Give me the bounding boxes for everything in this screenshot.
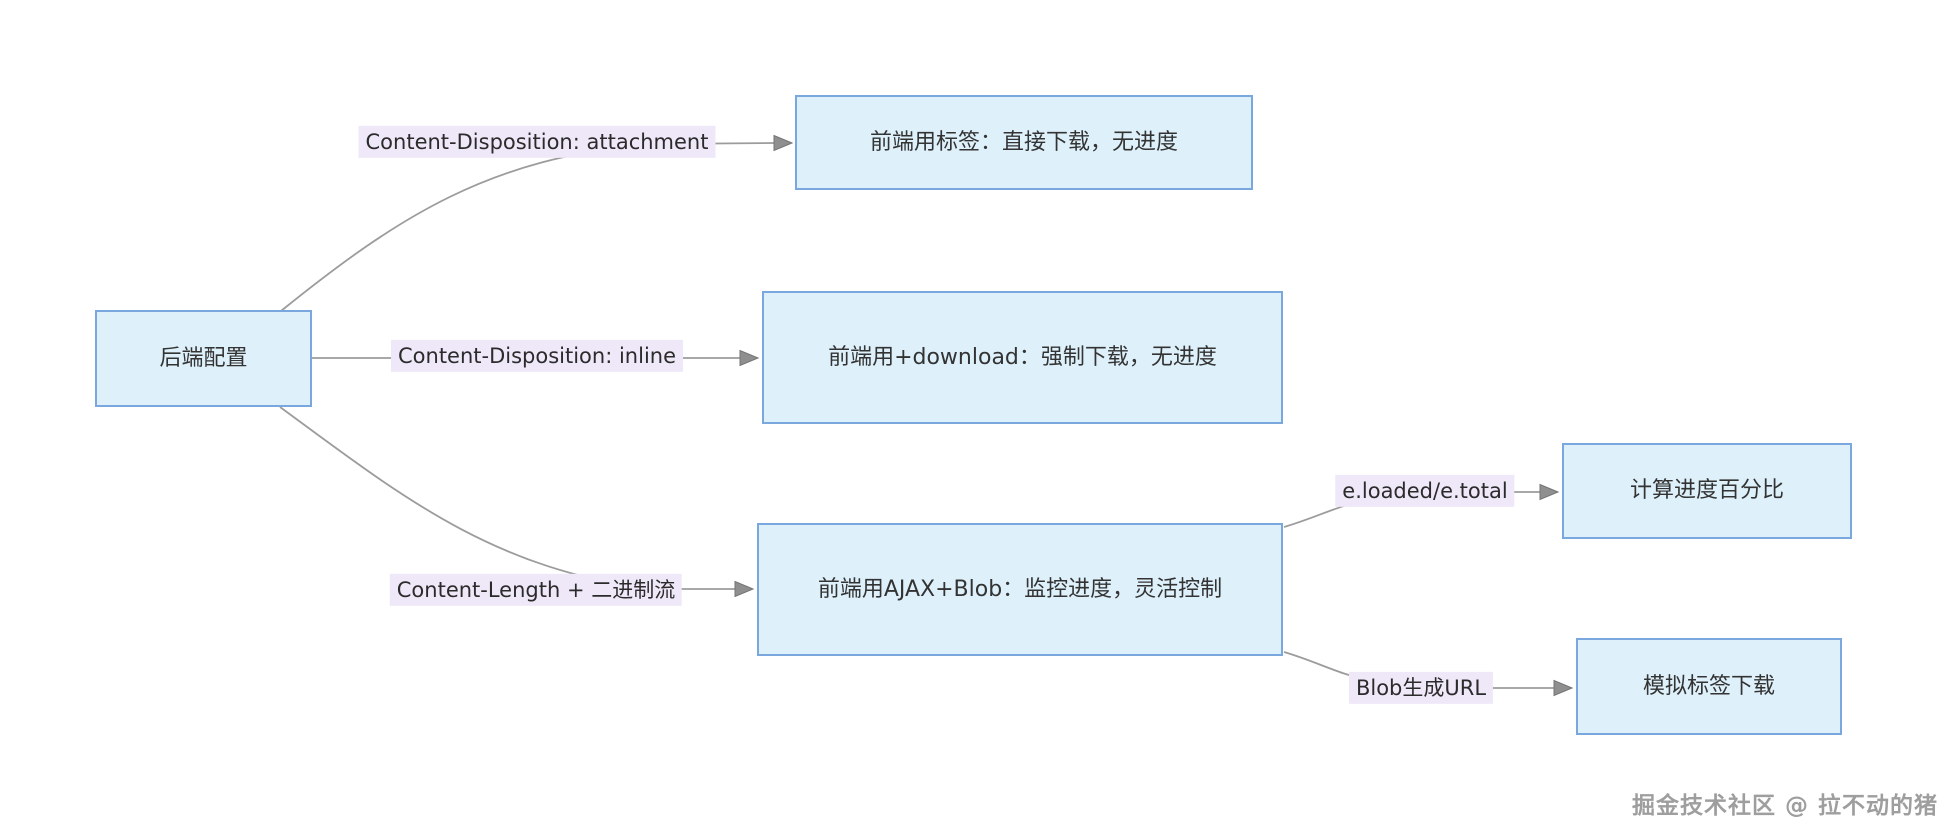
node-download-attr: 前端用+download：强制下载，无进度 [762, 291, 1283, 424]
edge-attachment [280, 142, 775, 312]
arrowhead-icon [739, 349, 760, 367]
edge-content-length [279, 406, 735, 590]
arrowhead-icon [1539, 483, 1560, 501]
arrowhead-icon [1553, 679, 1574, 697]
node-backend-config: 后端配置 [95, 310, 312, 407]
arrowhead-icon [734, 580, 755, 598]
edge-label-attachment: Content-Disposition: attachment [358, 125, 716, 159]
arrowhead-icon [773, 134, 794, 152]
node-progress-percent: 计算进度百分比 [1562, 443, 1852, 539]
node-ajax-blob: 前端用AJAX+Blob：监控进度，灵活控制 [757, 523, 1283, 656]
edge-label-eloaded: e.loaded/e.total [1335, 474, 1515, 508]
watermark: 掘金技术社区 @ 拉不动的猪 [1631, 793, 1938, 819]
node-simulate-a-download: 模拟标签下载 [1576, 638, 1842, 735]
edge-label-content-length: Content-Length + 二进制流 [389, 573, 683, 607]
edge-label-inline: Content-Disposition: inline [390, 339, 684, 373]
node-a-tag-download: 前端用标签：直接下载，无进度 [795, 95, 1253, 190]
edge-label-blob-url: Blob生成URL [1348, 671, 1494, 705]
